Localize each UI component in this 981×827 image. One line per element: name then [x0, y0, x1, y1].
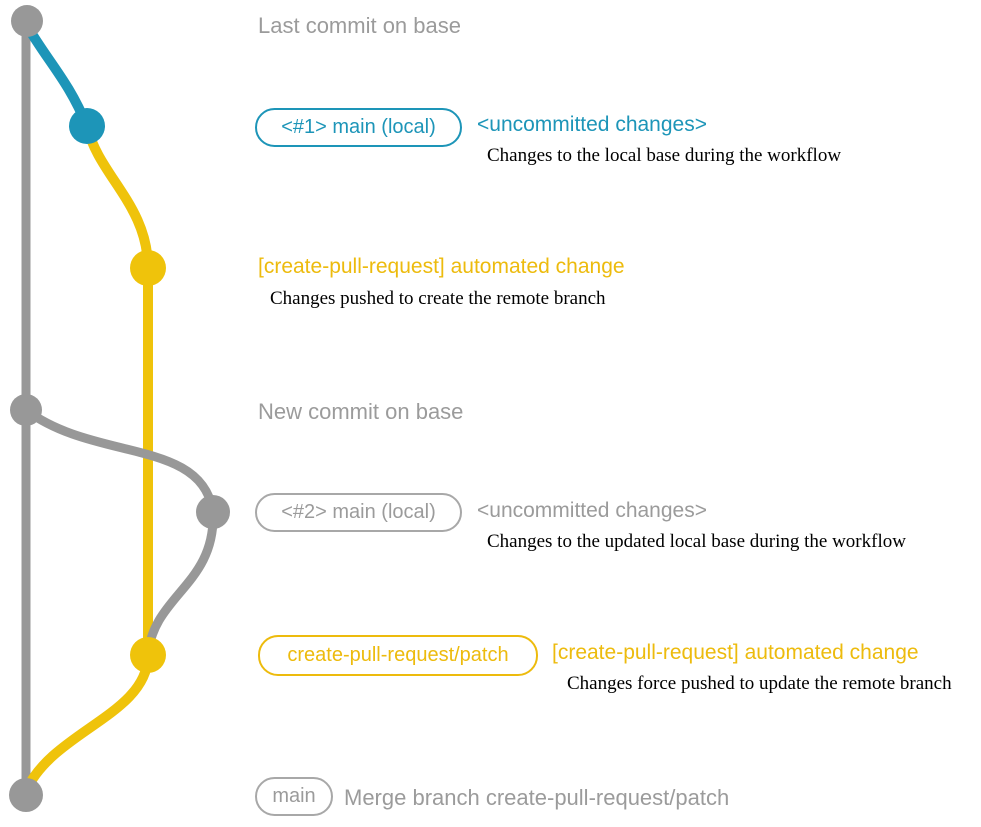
branch-tag-patch: create-pull-request/patch	[258, 635, 538, 676]
automated-change-message-1: [create-pull-request] automated change	[258, 255, 625, 278]
branch-tag-main-label: main	[272, 785, 316, 807]
commit-dot-merge	[9, 778, 43, 812]
uncommitted-changes-message-1: <uncommitted changes>	[477, 113, 707, 136]
branch-tag-patch-label: create-pull-request/patch	[287, 644, 509, 666]
last-commit-message: Last commit on base	[258, 13, 461, 38]
commit-dot-new-base	[10, 394, 42, 426]
branch-tag-main-local-1-label: <#1> main (local)	[281, 116, 436, 138]
main-local-to-patch-curve	[143, 511, 218, 656]
branch-tag-main: main	[255, 777, 333, 816]
commit-dot-last-base	[11, 5, 43, 37]
uncommitted-changes-description-2: Changes to the updated local base during…	[487, 531, 906, 552]
automated-change-description-2: Changes force pushed to update the remot…	[567, 673, 952, 694]
patch-branch-curve-top	[82, 124, 153, 269]
commit-dot-automated-1	[130, 250, 166, 286]
branch-tag-main-local-2-label: <#2> main (local)	[281, 501, 436, 523]
uncommitted-changes-message-2: <uncommitted changes>	[477, 499, 707, 522]
new-commit-message: New commit on base	[258, 399, 464, 424]
automated-change-message-2: [create-pull-request] automated change	[552, 641, 919, 664]
patch-merge-curve	[21, 656, 153, 794]
branch-tag-main-local-1: <#1> main (local)	[255, 108, 462, 147]
uncommitted-changes-description-1: Changes to the local base during the wor…	[487, 145, 842, 166]
commit-dot-automated-2	[130, 637, 166, 673]
merge-commit-message: Merge branch create-pull-request/patch	[344, 785, 730, 810]
commit-dot-uncommitted-2	[196, 495, 230, 529]
automated-change-description-1: Changes pushed to create the remote bran…	[270, 288, 606, 309]
main-local-branch-line-2	[23, 406, 218, 513]
git-graph	[9, 5, 230, 812]
commit-dot-uncommitted-1	[69, 108, 105, 144]
branch-tag-main-local-2: <#2> main (local)	[255, 493, 462, 532]
